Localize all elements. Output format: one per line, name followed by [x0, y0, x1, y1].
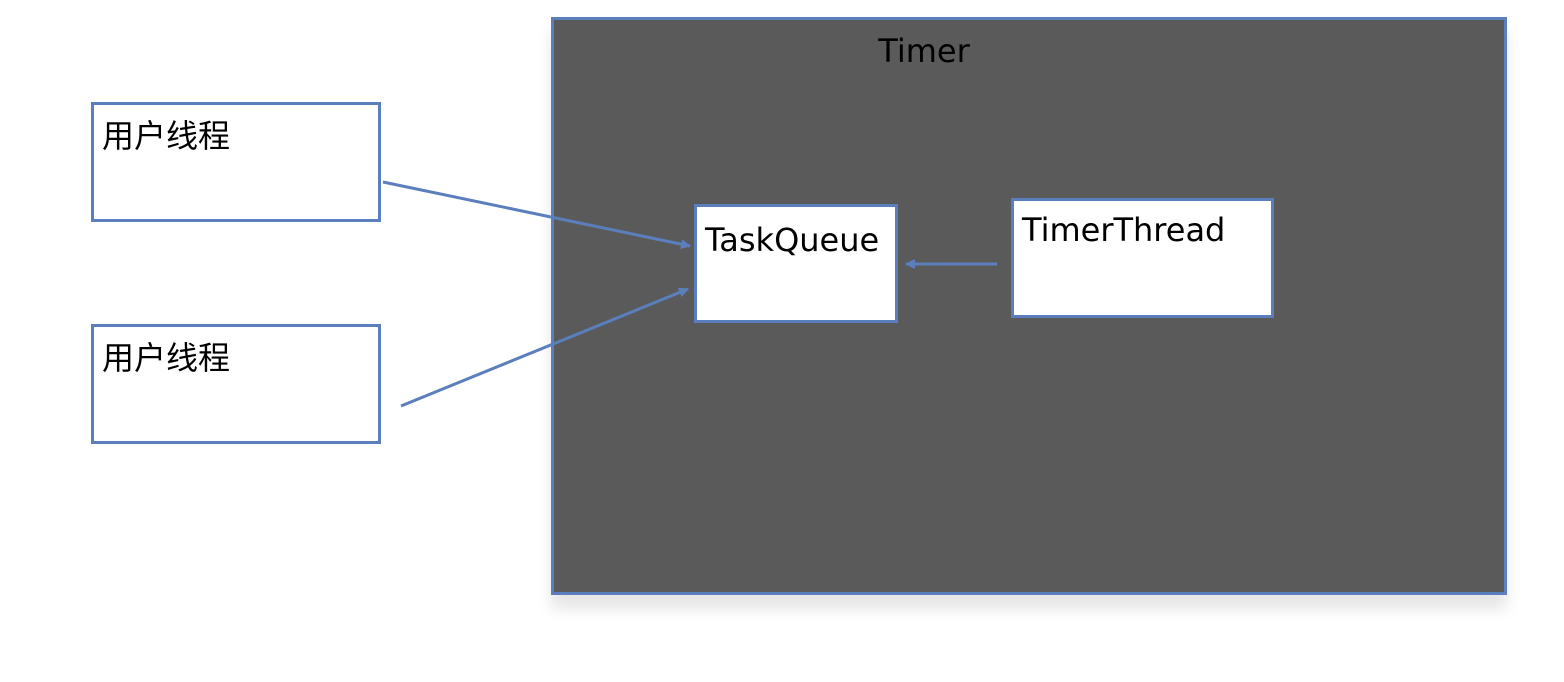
user-thread-label-2: 用户线程: [102, 339, 231, 377]
timer-thread-node: TimerThread: [1011, 198, 1274, 318]
user-thread-label-1: 用户线程: [102, 117, 231, 155]
task-queue-label: TaskQueue: [705, 221, 880, 259]
task-queue-node: TaskQueue: [694, 204, 898, 323]
user-thread-node-2: 用户线程: [91, 324, 381, 444]
timer-thread-label: TimerThread: [1022, 211, 1226, 249]
timer-title: Timer: [878, 32, 970, 70]
user-thread-node-1: 用户线程: [91, 102, 381, 222]
